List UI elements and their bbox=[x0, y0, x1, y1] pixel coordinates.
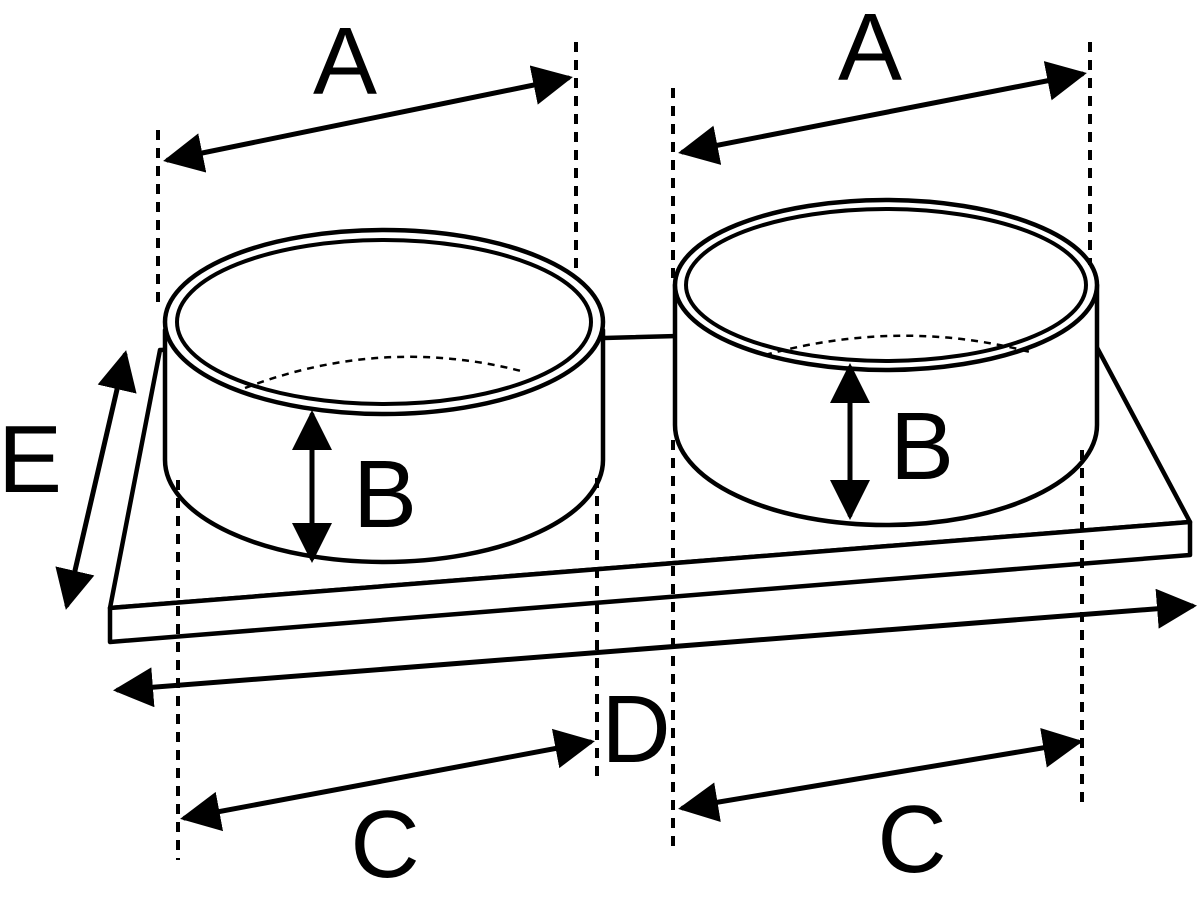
label-a-left: A bbox=[312, 8, 378, 115]
label-c-left: C bbox=[350, 791, 420, 898]
dimension-e-arrow bbox=[55, 350, 137, 610]
dimension-c-left-arrow bbox=[180, 728, 595, 832]
right-bowl bbox=[672, 197, 1100, 528]
dimension-arrows bbox=[55, 61, 1197, 832]
label-d: D bbox=[601, 676, 671, 783]
left-bowl bbox=[162, 227, 606, 565]
label-e: E bbox=[0, 406, 63, 513]
dimension-c-right-arrow bbox=[678, 728, 1083, 822]
dimension-a-right-arrow bbox=[678, 61, 1087, 165]
label-b-right: B bbox=[889, 393, 955, 500]
label-c-right: C bbox=[877, 786, 947, 893]
label-b-left: B bbox=[352, 441, 418, 548]
dimension-d-arrow bbox=[113, 588, 1197, 708]
dimension-a-left-arrow bbox=[163, 65, 573, 173]
label-a-right: A bbox=[837, 0, 903, 101]
